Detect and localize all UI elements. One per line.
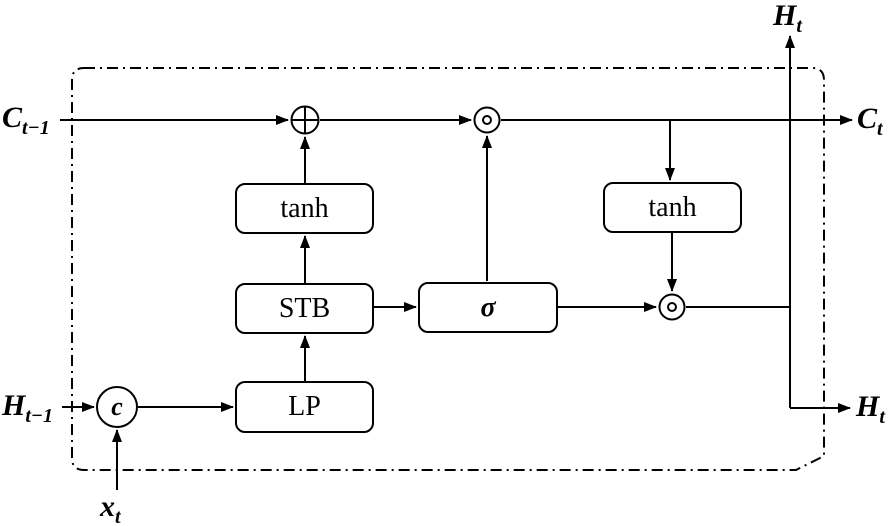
tanh-right-block-label: tanh [648, 191, 697, 223]
hidden-state-output-right-label: Ht [856, 390, 885, 428]
cell-state-output-label: Ct [857, 102, 883, 140]
lp-block-label: LP [288, 391, 321, 422]
cell-state-input-label-sub: t−1 [22, 117, 50, 139]
tanh-upper-block-label: tanh [280, 192, 329, 224]
concat-node-label: c [111, 392, 123, 421]
cell-state-input-label-base: C [2, 101, 23, 134]
sigma-block: σ [418, 282, 558, 333]
hidden-state-input-label: Ht−1 [2, 389, 53, 427]
multiply-operator-cell-icon [473, 106, 501, 134]
cell-state-output-label-base: C [857, 102, 878, 135]
hidden-state-output-top-label-base: H [773, 0, 797, 32]
tanh-upper-block: tanh [235, 183, 374, 234]
hidden-state-output-right-label-base: H [856, 390, 880, 423]
x-input-label-sub: t [115, 506, 121, 526]
multiply-operator-hidden-icon [658, 293, 686, 321]
tanh-right-block: tanh [603, 182, 742, 233]
hidden-state-output-top-label-sub: t [796, 15, 802, 37]
hidden-state-output-top-label: Ht [773, 0, 802, 37]
sigma-block-label: σ [480, 291, 496, 323]
cell-state-input-label: Ct−1 [2, 101, 50, 139]
hidden-state-input-label-sub: t−1 [25, 405, 54, 427]
stb-block-label: STB [278, 292, 331, 324]
cell-boundary-border [71, 67, 825, 471]
x-input-label: xt [100, 490, 121, 526]
hidden-state-output-right-label-sub: t [879, 406, 885, 428]
add-operator-icon [290, 105, 320, 135]
lp-block: LP [235, 381, 374, 433]
cell-state-output-label-sub: t [877, 118, 883, 140]
x-input-label-base: x [100, 490, 115, 523]
hidden-state-input-label-base: H [2, 389, 26, 422]
concat-node: c [96, 386, 138, 428]
stb-block: STB [235, 283, 374, 334]
